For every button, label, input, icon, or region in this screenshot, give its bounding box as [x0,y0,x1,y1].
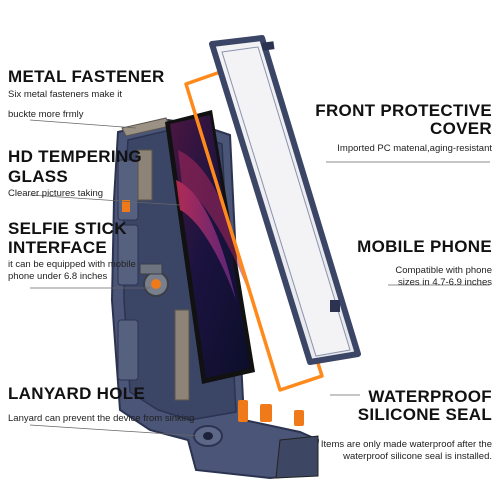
metal-fastener-title: METAL FASTENER [8,67,165,86]
hd-glass-title-1: HD TEMPERING [8,147,142,166]
waterproof-seal-desc-2: waterproof silicone seal is installed. [343,451,492,462]
metal-fastener-desc-2: buckte more frmly [8,109,84,120]
selfie-stick-desc-1: it can be equipped with mobile [8,259,136,270]
lanyard-hole-title: LANYARD HOLE [8,384,146,403]
mobile-phone-desc-1: Compatible with phone [395,265,492,276]
selfie-stick-title-2: INTERFACE [8,238,108,257]
waterproof-seal-title-2: SILICONE SEAL [357,405,492,424]
mobile-phone-desc-2: sizes in 4.7-6.9 inches [398,277,492,288]
selfie-stick-title-1: SELFIE STICK [8,219,127,238]
front-cover-title-1: FRONT PROTECTIVE [315,101,492,120]
callout-lines [29,119,490,437]
mobile-phone-illustration [165,110,255,384]
lanyard-hole-desc: Lanyard can prevent the device from sink… [8,413,195,424]
hd-glass-desc: Clearer pictures taking [8,188,104,199]
hd-glass-title-2: GLASS [8,167,69,186]
waterproof-seal-desc-1: Items are only made waterproof after the [320,439,492,450]
mobile-phone-title: MOBILE PHONE [357,237,492,256]
selfie-stick-desc-2: phone under 6.8 inches [8,271,108,282]
front-cover-illustration [209,35,361,365]
metal-fastener-desc-1: Six metal fasteners make it [8,89,123,100]
silicone-seal-illustration [184,68,324,392]
waterproof-seal-title-1: WATERPROOF [368,387,492,406]
front-cover-desc: Imported PC matenal,aging-resistant [337,143,492,154]
front-cover-title-2: COVER [430,119,492,138]
